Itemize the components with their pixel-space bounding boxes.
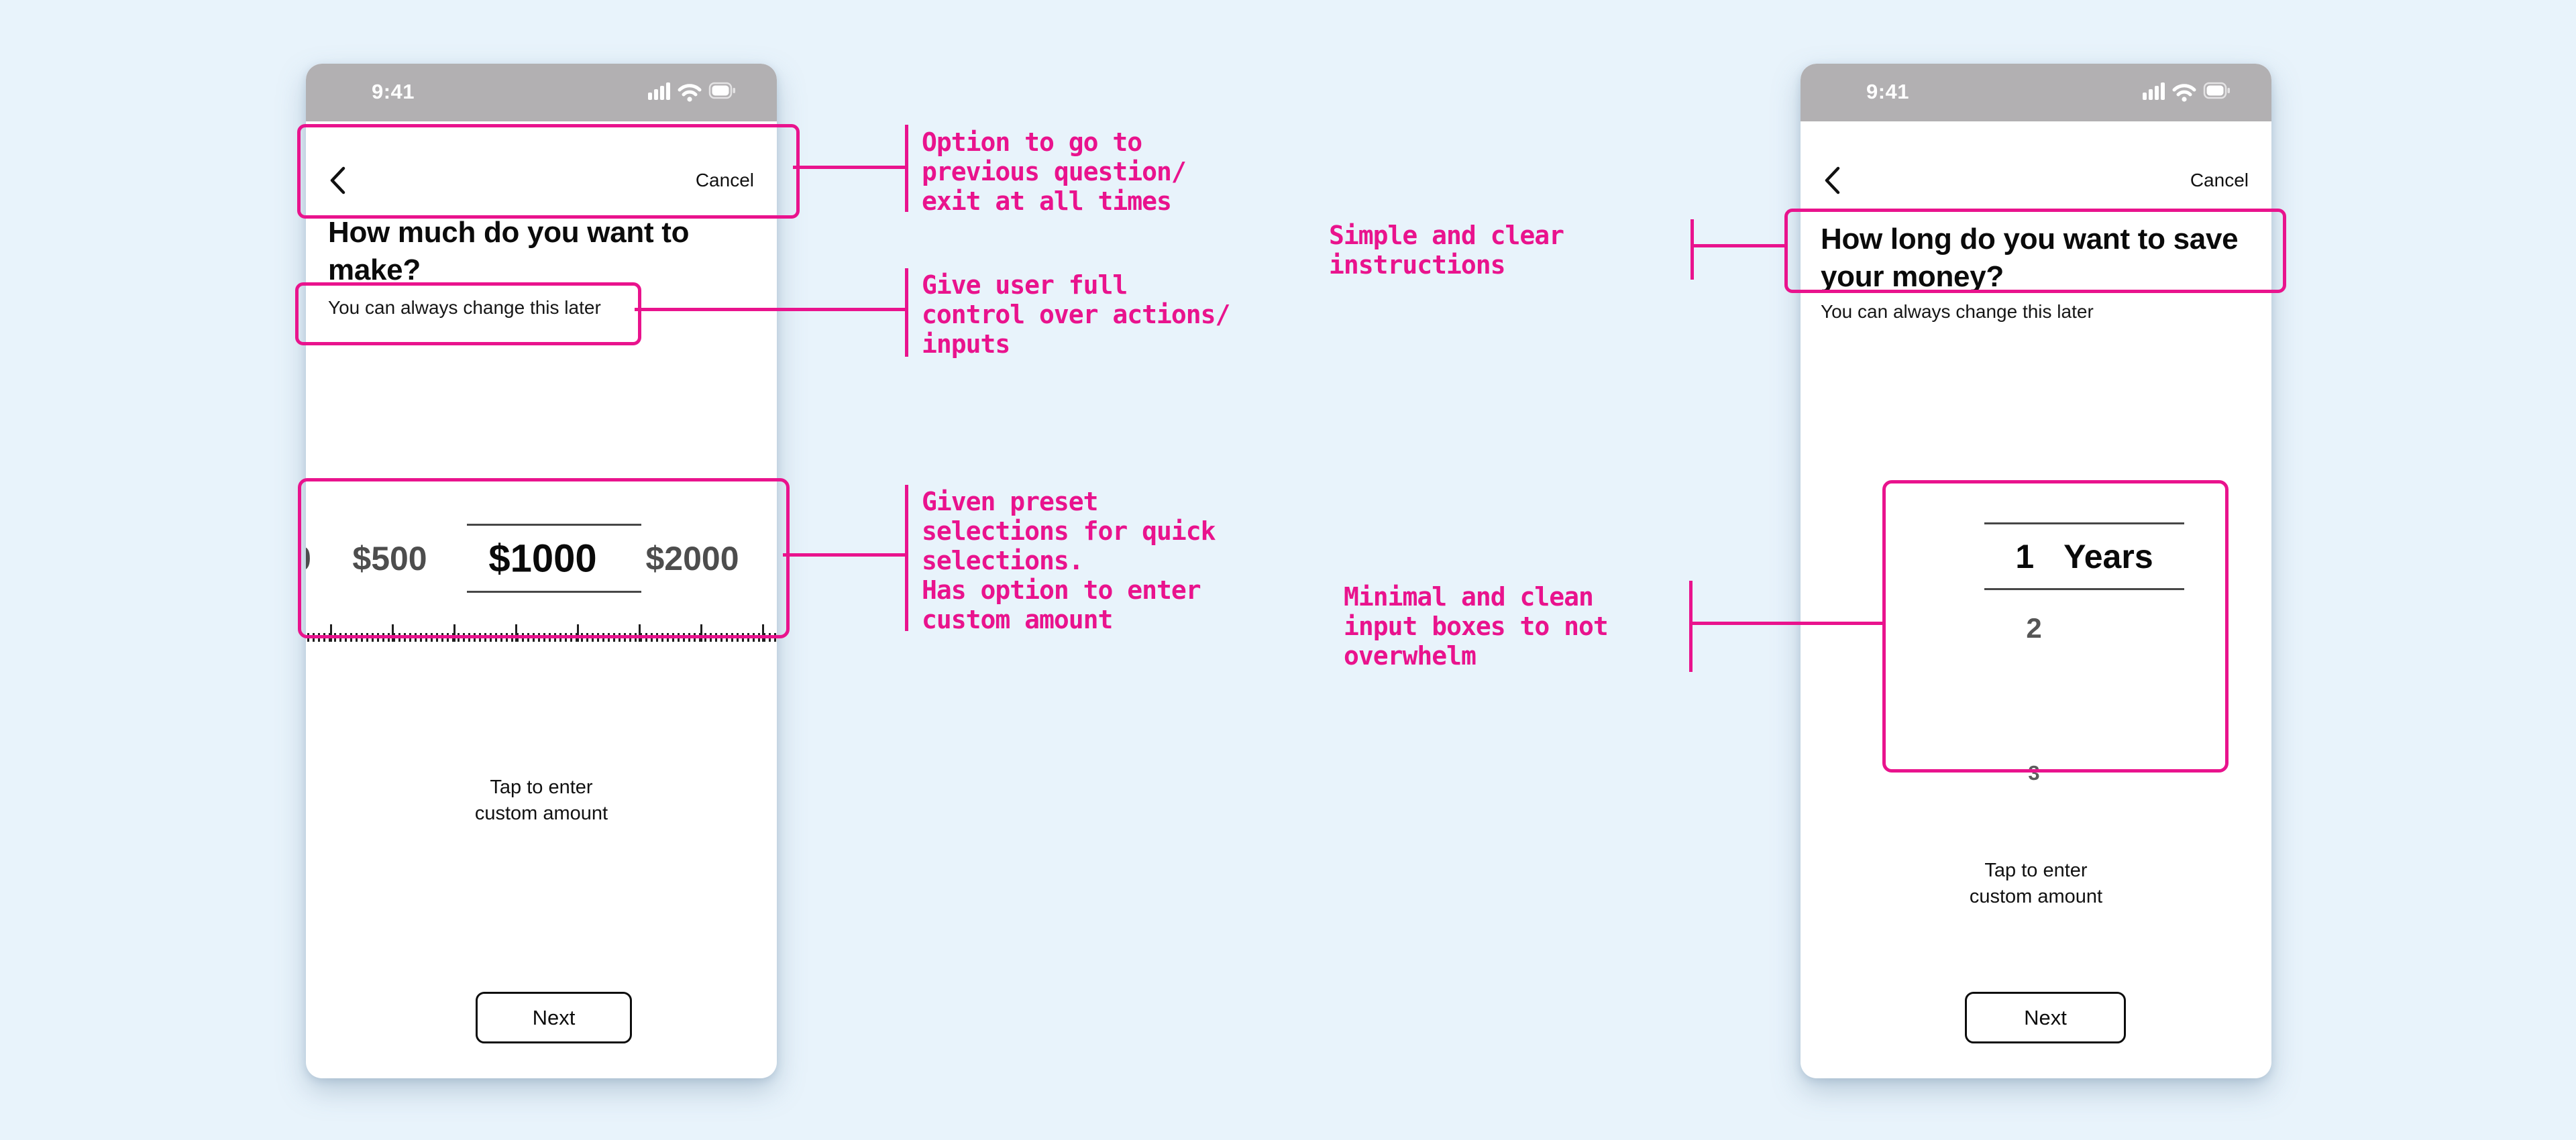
year-value: 1: [2015, 538, 2035, 575]
status-icons: [648, 82, 735, 102]
phone-screen-amount: 9:41: [306, 64, 777, 1078]
annotation-bar-preset: [905, 485, 908, 631]
picker-selection-line-bottom: [467, 591, 641, 593]
signal-icon: [648, 82, 670, 100]
signal-icon: [2143, 82, 2165, 100]
cancel-button[interactable]: Cancel: [695, 170, 754, 190]
annotation-bar-nav: [905, 125, 908, 212]
battery-icon: [708, 82, 735, 99]
picker-selection-line-bottom: [1984, 588, 2184, 590]
year-option-3[interactable]: 3: [2028, 761, 2040, 785]
picker-selection-line-top: [467, 524, 641, 526]
annotation-bar-control: [905, 268, 908, 357]
wifi-icon: [678, 84, 702, 102]
amount-option-selected[interactable]: $1000: [488, 536, 597, 581]
connector-amount-picker: [783, 553, 907, 557]
amount-option-2000[interactable]: $2000: [645, 540, 739, 577]
wifi-icon: [2172, 84, 2196, 102]
next-button[interactable]: Next: [476, 992, 632, 1043]
amount-option-500[interactable]: $500: [352, 540, 427, 577]
amount-option-partial[interactable]: 0: [306, 539, 311, 578]
annotation-nav: Option to go to previous question/ exit …: [922, 127, 1187, 216]
phone-screen-duration: 9:41: [1801, 64, 2271, 1078]
annotation-minimal: Minimal and clean input boxes to not ove…: [1344, 582, 1609, 671]
question-title: How much do you want to make?: [328, 216, 690, 286]
status-time: 9:41: [371, 80, 415, 103]
connector-title: [1693, 244, 1786, 247]
annotation-bar-minimal: [1689, 581, 1693, 672]
back-chevron-icon[interactable]: [327, 166, 347, 195]
back-chevron-icon[interactable]: [1822, 166, 1842, 195]
custom-amount-link[interactable]: Tap to enter custom amount: [1969, 860, 2103, 907]
cancel-button[interactable]: Cancel: [2190, 170, 2249, 190]
status-icons: [2143, 82, 2230, 102]
annotation-control: Give user full control over actions/ inp…: [922, 270, 1230, 359]
connector-navbar: [793, 166, 907, 169]
annotation-preset: Given preset selections for quick select…: [922, 487, 1216, 634]
question-title: How long do you want to save your money?: [1821, 223, 2239, 293]
amount-slider-ruler[interactable]: [306, 624, 777, 642]
year-option-selected[interactable]: 1 Years: [1984, 533, 2184, 580]
annotation-bar-instructions: [1690, 219, 1694, 280]
year-option-2[interactable]: 2: [2026, 612, 2042, 644]
status-bar: 9:41: [306, 64, 777, 121]
question-subtitle: You can always change this later: [328, 297, 601, 318]
next-button[interactable]: Next: [1965, 992, 2126, 1043]
annotation-instructions: Simple and clear instructions: [1329, 221, 1564, 280]
picker-selection-line-top: [1984, 522, 2184, 524]
year-unit: Years: [2063, 538, 2153, 575]
custom-amount-link[interactable]: Tap to enter custom amount: [474, 777, 608, 824]
battery-icon: [2203, 82, 2230, 99]
question-subtitle: You can always change this later: [1821, 301, 2094, 322]
status-bar: 9:41: [1801, 64, 2271, 121]
status-time: 9:41: [1866, 80, 1910, 103]
